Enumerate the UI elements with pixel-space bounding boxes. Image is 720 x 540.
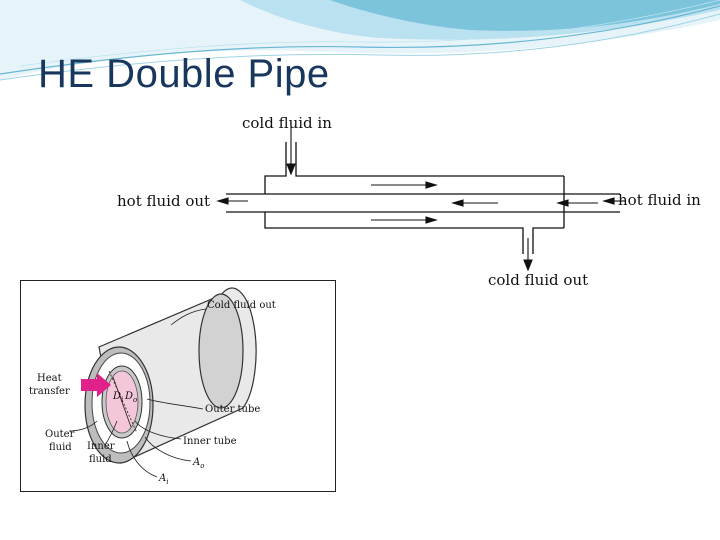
cutaway-illustration: Cold fluid out Heat transfer Outer tube …: [29, 287, 276, 486]
cold-fluid-out-text: Cold fluid out: [207, 300, 276, 311]
area-outer-leader: [144, 436, 192, 462]
outer-pipe-bottom-wall: [264, 212, 564, 254]
tube-flow-arrow-1-head: [451, 199, 464, 207]
inner-fluid-text-line1: Inner: [87, 441, 115, 452]
outer-diameter-symbol: Do: [124, 391, 137, 404]
cold-fluid-out-label: cold fluid out: [488, 271, 588, 289]
hot-in-arrow-head: [602, 197, 615, 205]
outer-fluid-leader: [68, 420, 98, 432]
heat-label-line2: transfer: [29, 386, 70, 397]
tube-flow-arrow-2-head: [556, 199, 569, 207]
hot-fluid-out-label: hot fluid out: [117, 192, 210, 210]
cold-fluid-out-leader: [170, 308, 207, 326]
wave-line-1: [0, 5, 720, 75]
area-outer-symbol: Ao: [192, 457, 204, 470]
slide-title: HE Double Pipe: [38, 52, 330, 96]
outer-fluid-text-line2: fluid: [49, 442, 72, 453]
wave-line-3: [19, 0, 720, 67]
outer-cylinder-far-end: [198, 293, 244, 409]
cutaway-illustration-frame: Cold fluid out Heat transfer Outer tube …: [20, 280, 336, 492]
cold-out-arrow-head: [523, 259, 533, 272]
outer-fluid-text-line1: Outer: [45, 429, 75, 440]
inner-fluid-leader: [104, 420, 118, 446]
wave-line-2: [0, 13, 720, 81]
inner-fluid-text-line2: fluid: [89, 454, 112, 465]
area-inner-leader: [126, 440, 158, 478]
heat-label-line1: Heat: [37, 373, 62, 384]
double-pipe-schematic: cold fluid in hot fluid out hot fluid in…: [117, 114, 701, 289]
annulus-bottom-arrow-head: [425, 216, 438, 224]
outer-pipe-top-wall: [264, 142, 564, 194]
cold-in-arrow-head: [286, 163, 296, 176]
annulus-top-arrow-head: [425, 181, 438, 189]
outer-tube-text: Outer tube: [205, 404, 260, 415]
wave-band-dark: [330, 0, 720, 31]
inner-tube-text: Inner tube: [183, 436, 237, 447]
header-wave-banner: [0, 0, 720, 81]
outer-diameter-line: [108, 370, 138, 434]
inner-diameter-line: [112, 376, 132, 428]
heat-transfer-arrow: [81, 373, 111, 397]
cold-fluid-in-label: cold fluid in: [242, 114, 332, 132]
inner-diameter-symbol: Di: [112, 391, 123, 404]
outer-tube-leader: [146, 398, 204, 410]
hot-fluid-in-label: hot fluid in: [618, 191, 701, 209]
inner-tube-leader: [134, 420, 182, 440]
hot-out-arrow-head: [216, 197, 229, 205]
area-inner-symbol: Ai: [158, 473, 168, 486]
